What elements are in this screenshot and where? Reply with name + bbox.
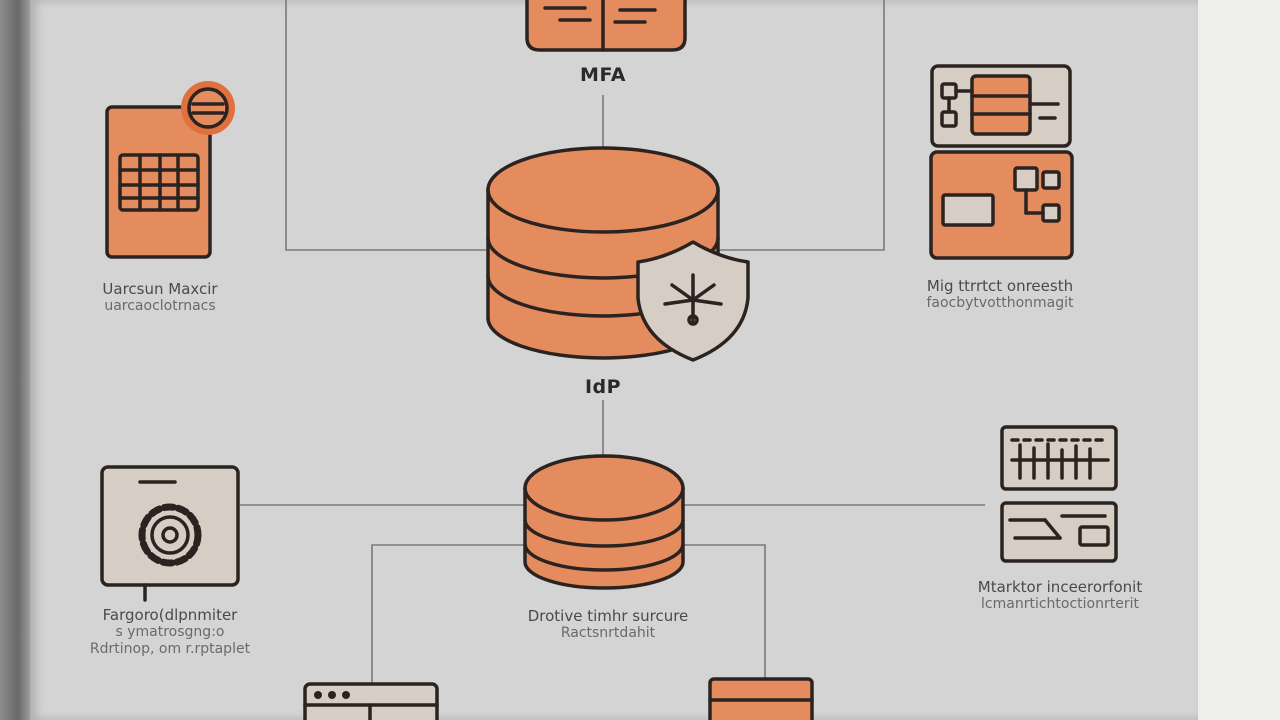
- left-top-caption-line-1: Uarcsun Maxcir: [102, 280, 218, 298]
- left-bottom-caption-line-3: Rdrtinop, om r.rptaplet: [89, 640, 251, 657]
- tablet-icon: [105, 81, 235, 259]
- center-bottom-caption-line-2: Ractsnrtdahit: [560, 625, 656, 641]
- idp-label: IdP: [584, 376, 622, 398]
- center-bottom-caption-line-1: Drotive timhr surcure: [527, 607, 689, 625]
- connector-db-bottom-right: [684, 544, 766, 678]
- right-top-caption: Mig ttrrtct onreesth faocbytvotthonmagit: [880, 277, 1120, 312]
- database-icon: [523, 454, 685, 590]
- right-margin: [1198, 0, 1280, 720]
- control-panel-icon: [1000, 425, 1118, 563]
- bottom-right-window-icon: [708, 677, 814, 720]
- gear-monitor-icon: [100, 465, 240, 602]
- left-bottom-caption-line-2: s ymatrosgng:o: [115, 624, 225, 640]
- right-top-caption-line-1: Mig ttrrtct onreesth: [926, 277, 1074, 295]
- bottom-left-window-icon: [303, 682, 439, 720]
- right-top-caption-line-2: faocbytvotthonmagit: [926, 295, 1074, 311]
- center-bottom-caption: Drotive timhr surcure Ractsnrtdahit: [483, 607, 733, 642]
- connector-lines: [240, 0, 985, 685]
- network-panel-icon: [929, 64, 1074, 260]
- mfa-label: MFA: [580, 64, 626, 86]
- connector-top-frame-right: [718, 0, 885, 251]
- shield-icon: [636, 240, 750, 362]
- left-top-caption-line-2: uarcaoclotrnacs: [104, 298, 216, 314]
- right-bottom-caption-line-2: lcmanrtichtoctionrterit: [981, 596, 1139, 612]
- mfa-device-icon: [525, 0, 687, 52]
- left-frame: [0, 0, 30, 720]
- left-bottom-caption: Fargoro(dlpnmiter s ymatrosgng:o Rdrtino…: [55, 606, 285, 658]
- left-top-caption: Uarcsun Maxcir uarcaoclotrnacs: [50, 280, 270, 315]
- connector-top-frame: [285, 0, 486, 251]
- connector-db-bottom-left: [371, 544, 525, 685]
- left-bottom-caption-line-1: Fargoro(dlpnmiter: [102, 606, 238, 624]
- right-bottom-caption-line-1: Mtarktor inceerorfonit: [977, 578, 1143, 596]
- right-bottom-caption: Mtarktor inceerorfonit lcmanrtichtoction…: [940, 578, 1180, 613]
